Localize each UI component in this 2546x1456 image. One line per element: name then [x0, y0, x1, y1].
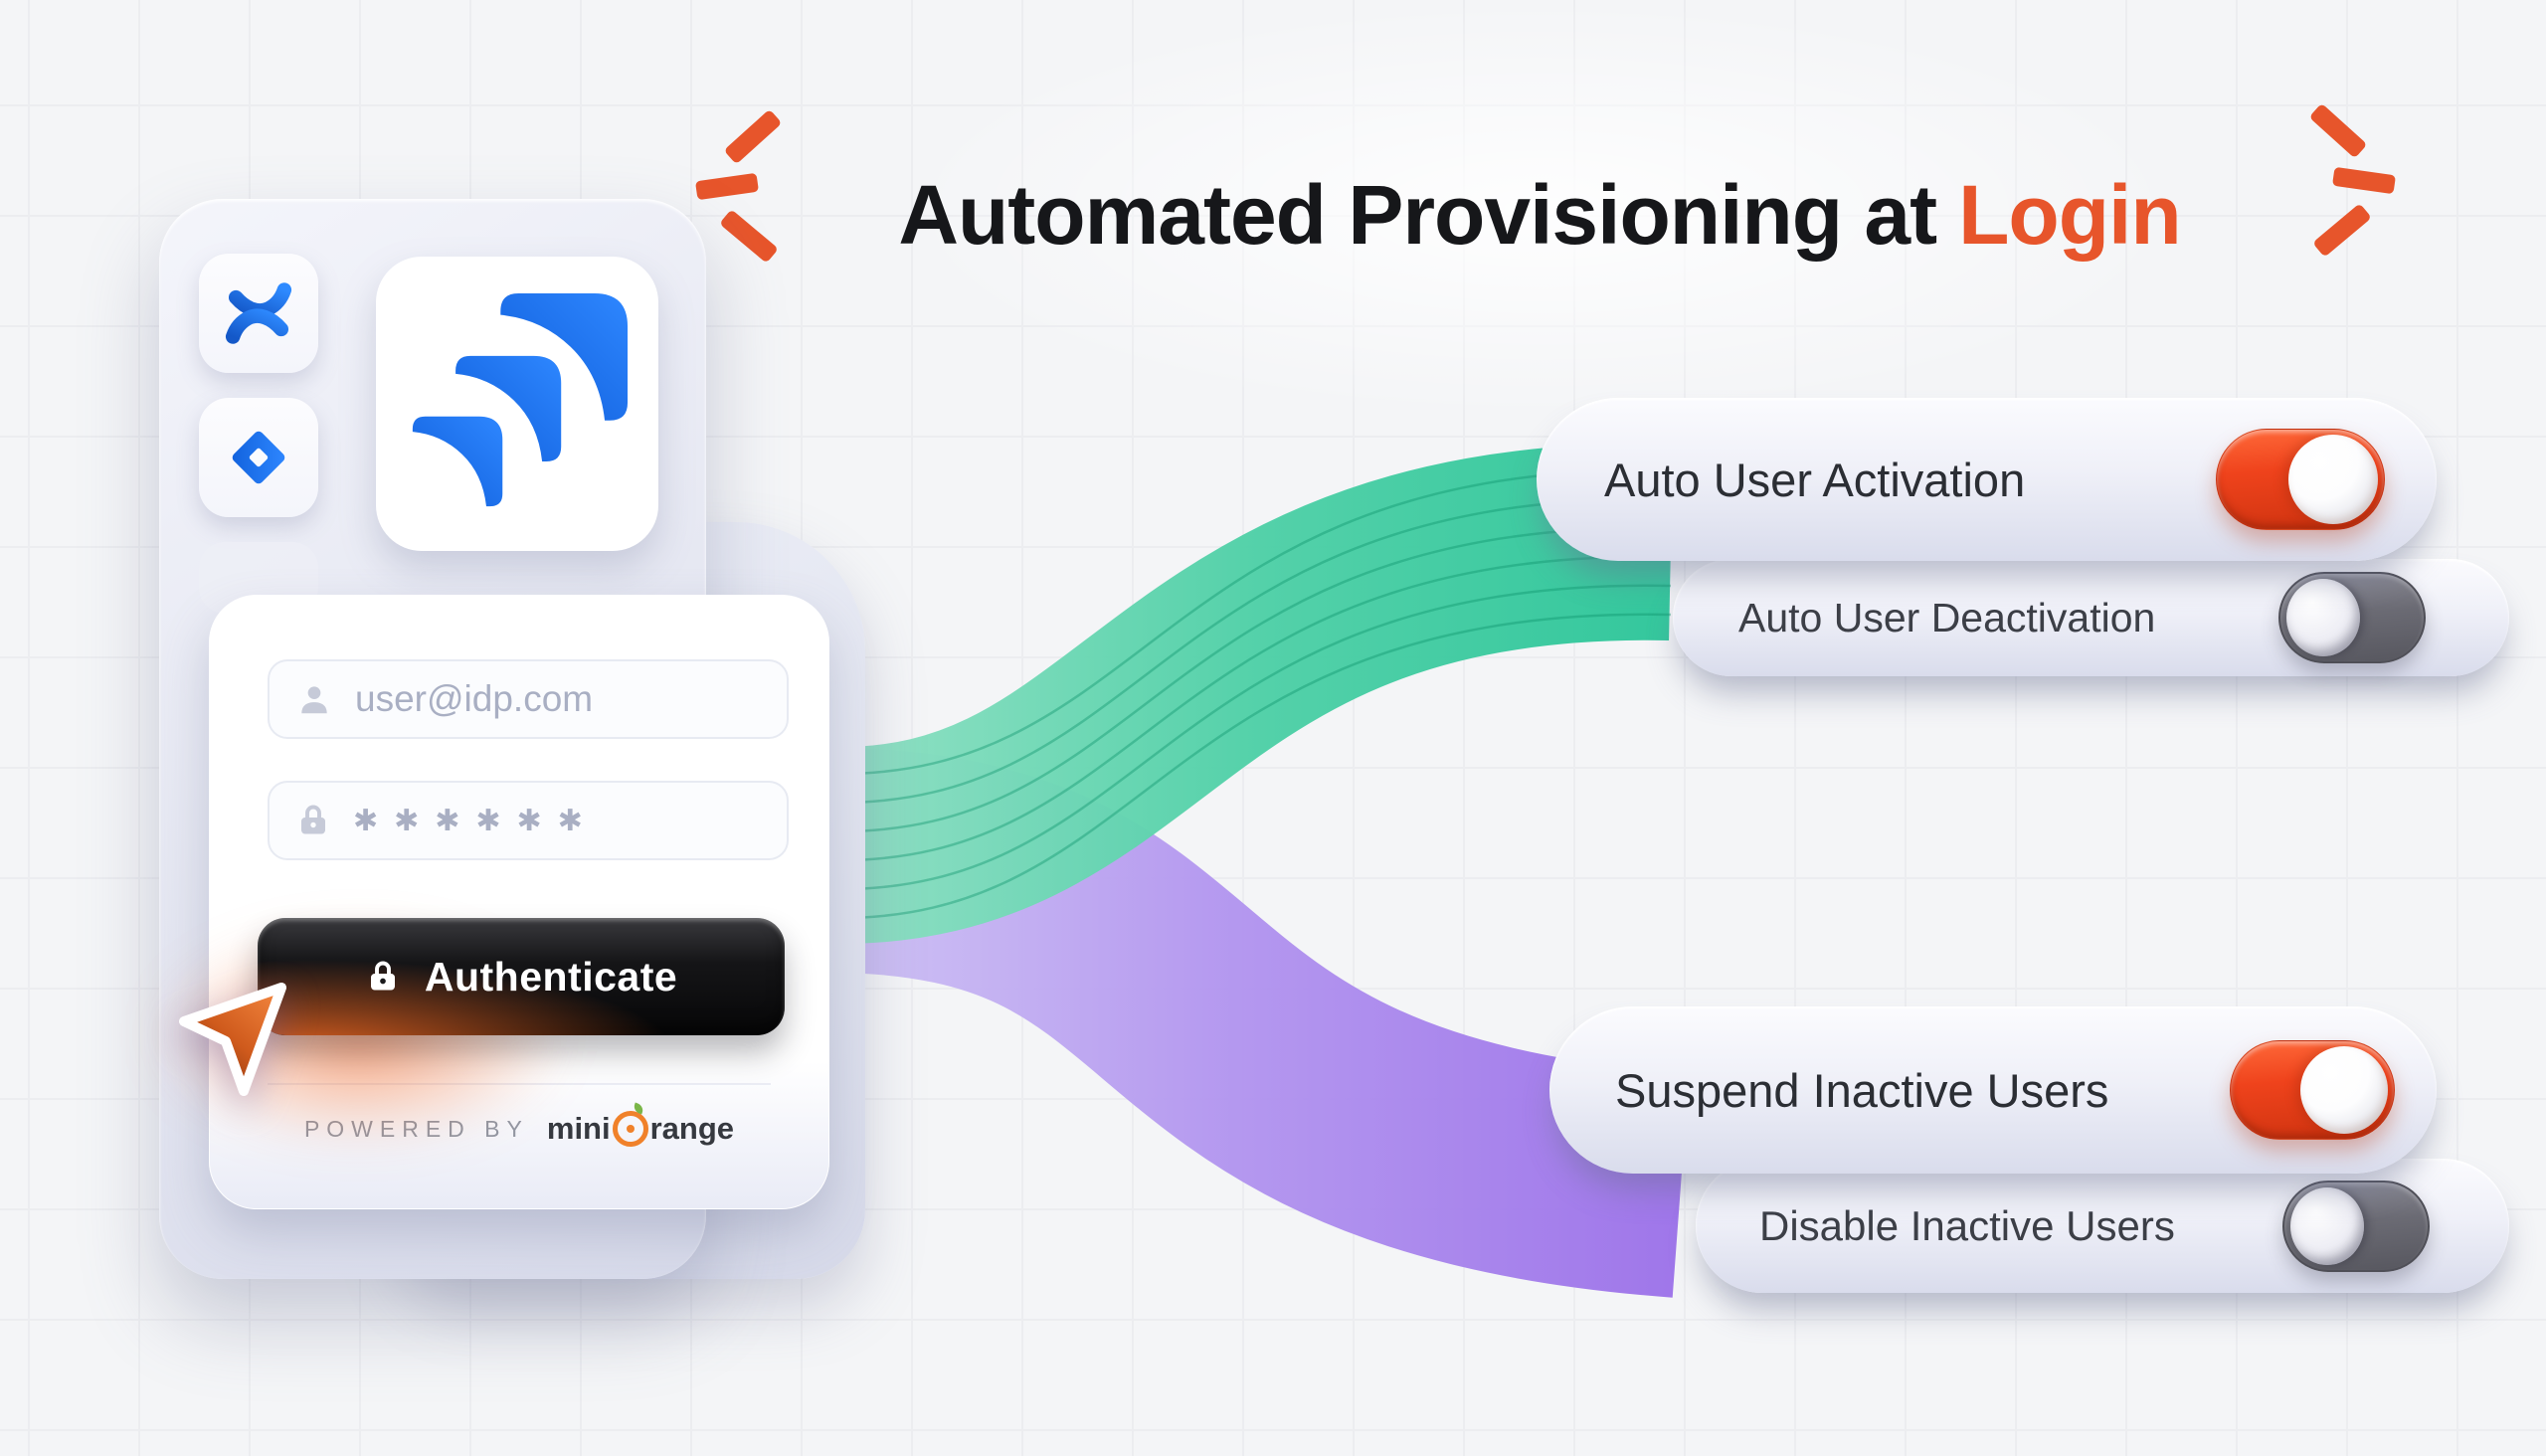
- toggle-card-auto-user-activation[interactable]: Auto User Activation: [1537, 398, 2437, 561]
- jira-logo-tile: [376, 257, 658, 551]
- disable-inactive-users-toggle[interactable]: [2282, 1180, 2430, 1272]
- toggle-knob: [2290, 1186, 2364, 1265]
- spark-right-icon: [2285, 102, 2397, 259]
- toggle-card-disable-inactive-users[interactable]: Disable Inactive Users: [1696, 1159, 2509, 1293]
- toggle-label: Auto User Deactivation: [1738, 594, 2156, 640]
- toggle-card-suspend-inactive-users[interactable]: Suspend Inactive Users: [1549, 1006, 2437, 1174]
- cursor-icon: [179, 983, 286, 1096]
- page-title-highlight: Login: [1958, 168, 2182, 263]
- page-title-text: Automated Provisioning at: [898, 168, 1937, 263]
- toggle-label: Suspend Inactive Users: [1615, 1063, 2109, 1117]
- password-field[interactable]: [268, 781, 789, 860]
- auto-user-deactivation-toggle[interactable]: [2278, 572, 2426, 663]
- ribbon-green-stripes: [839, 468, 1672, 920]
- toggle-knob: [2288, 435, 2378, 524]
- authenticate-button[interactable]: Authenticate: [258, 918, 785, 1035]
- auto-user-activation-toggle[interactable]: [2216, 429, 2385, 530]
- toggle-knob: [2286, 579, 2360, 656]
- toggle-label: Auto User Activation: [1604, 453, 2026, 506]
- confluence-tile: [199, 254, 318, 373]
- confluence-icon: [225, 282, 292, 344]
- email-input[interactable]: [353, 677, 787, 721]
- ribbon-green: [837, 443, 1673, 944]
- jira-icon: [232, 431, 285, 484]
- miniorange-o-icon: [612, 1111, 648, 1147]
- suspend-inactive-users-toggle[interactable]: [2230, 1040, 2395, 1140]
- spark-left-icon: [694, 108, 806, 265]
- toggle-card-auto-user-deactivation[interactable]: Auto User Deactivation: [1673, 559, 2509, 676]
- lock-icon: [295, 803, 331, 838]
- background-glow: [895, 0, 2188, 418]
- lock-icon: [370, 961, 395, 991]
- authenticate-label: Authenticate: [424, 953, 678, 1000]
- jira-logo: [412, 292, 629, 507]
- user-icon: [295, 680, 333, 718]
- toggle-label: Disable Inactive Users: [1759, 1201, 2175, 1249]
- email-field[interactable]: [268, 659, 789, 739]
- password-input[interactable]: [351, 803, 787, 838]
- toggle-knob: [2300, 1046, 2388, 1134]
- jira-tile: [199, 398, 318, 517]
